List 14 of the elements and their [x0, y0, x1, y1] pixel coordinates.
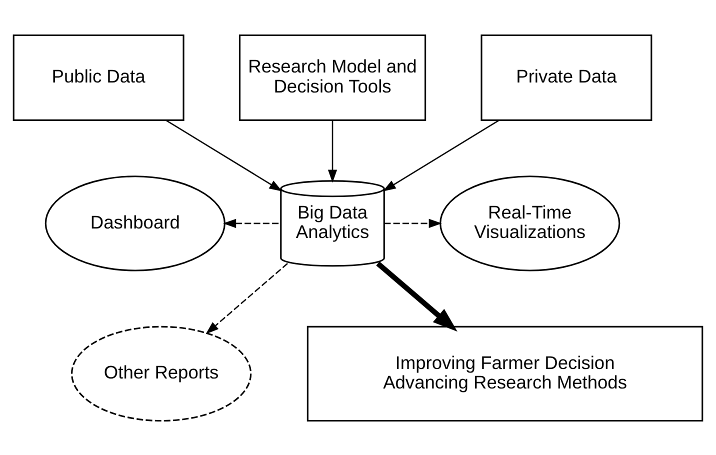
- arrow: [328, 120, 338, 182]
- node-box: Research Model and Decision Tools: [238, 34, 426, 120]
- node-ellipse: Dashboard: [44, 175, 226, 271]
- arrow: [223, 218, 281, 228]
- node-box: Public Data: [12, 34, 184, 120]
- arrow: [206, 262, 288, 334]
- arrow: [384, 218, 442, 228]
- arrow: [376, 261, 458, 332]
- node-ellipse: Real-Time Visualizations: [440, 175, 620, 271]
- node-ellipse: Other Reports: [71, 325, 252, 422]
- arrow: [166, 119, 282, 191]
- node-box: Private Data: [480, 34, 652, 120]
- node-box: Improving Farmer Decision Advancing Research Methods: [306, 325, 704, 422]
- arrow: [382, 119, 500, 191]
